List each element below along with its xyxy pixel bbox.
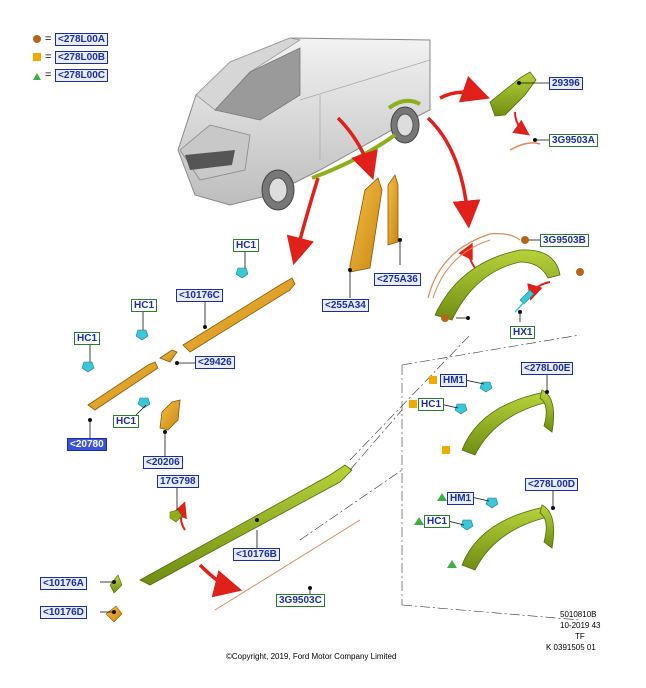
callout-278l00d[interactable]: <278L00D	[525, 478, 578, 491]
callout-17g798[interactable]: 17G798	[157, 475, 199, 488]
callout-10176a[interactable]: <10176A	[40, 577, 87, 590]
legend-eq: =	[45, 33, 52, 45]
clip-hx1	[519, 289, 535, 305]
callout-278l00e[interactable]: <278L00E	[521, 362, 574, 375]
assembly-guide-lines	[299, 334, 581, 621]
part-29396	[489, 71, 537, 117]
part-3g9503c	[214, 519, 361, 611]
legend-label-278l00a[interactable]: <278L00A	[55, 33, 108, 46]
callout-10176d[interactable]: <10176D	[40, 606, 87, 619]
callout-3g9503a[interactable]: 3G9503A	[549, 134, 598, 147]
callout-255a34[interactable]: <255A34	[322, 299, 369, 312]
red-arrows	[171, 76, 551, 598]
callout-275a36[interactable]: <275A36	[374, 273, 421, 286]
callout-10176c[interactable]: <10176C	[176, 289, 223, 302]
callout-hc1-f[interactable]: HC1	[424, 515, 451, 528]
part-255a34	[349, 177, 383, 273]
part-3g9503a	[509, 142, 541, 151]
reference-code-3: TF	[575, 632, 585, 641]
legend-label-278l00c[interactable]: <278L00C	[55, 69, 108, 82]
arch-seal-strip	[427, 233, 521, 299]
legend-symbols	[33, 35, 41, 80]
callout-hm1-b[interactable]: HM1	[447, 492, 475, 505]
part-20206	[159, 399, 181, 431]
callout-29396[interactable]: 29396	[549, 77, 583, 90]
part-275a36	[387, 174, 399, 246]
part-17g798	[169, 509, 183, 523]
legend-triangle-icon	[33, 73, 41, 80]
legend-eq: =	[45, 51, 52, 63]
callout-10176b[interactable]: <10176B	[233, 548, 280, 561]
legend-label-278l00b[interactable]: <278L00B	[55, 51, 108, 64]
callout-hc1-a[interactable]: HC1	[233, 239, 260, 252]
callout-hc1-c[interactable]: HC1	[74, 332, 101, 345]
part-278l00e	[461, 391, 549, 456]
callout-3g9503b[interactable]: 3G9503B	[540, 234, 589, 247]
part-278l00d	[461, 506, 549, 571]
van-illustration	[177, 37, 431, 211]
reference-code-2: 10-2019 43	[560, 621, 601, 630]
callout-hc1-e[interactable]: HC1	[418, 398, 445, 411]
callout-hm1-a[interactable]: HM1	[440, 374, 468, 387]
callout-20780[interactable]: <20780	[67, 438, 107, 451]
part-10176b	[139, 464, 353, 586]
callout-hc1-d[interactable]: HC1	[113, 415, 140, 428]
callout-3g9503c[interactable]: 3G9503C	[276, 594, 325, 607]
legend-circle-icon	[33, 35, 41, 43]
part-10176a	[109, 574, 123, 594]
legend-square-icon	[33, 53, 41, 61]
part-10176c	[182, 277, 296, 353]
reference-code-4: K 0391505 01	[546, 643, 596, 652]
clip-group	[81, 267, 499, 531]
wheel-arch-liner	[434, 249, 561, 321]
reference-code-1: 5010810B	[560, 610, 597, 619]
callout-hx1[interactable]: HX1	[510, 326, 536, 339]
legend-eq: =	[45, 69, 52, 81]
callout-hc1-b[interactable]: HC1	[131, 299, 158, 312]
part-20780	[87, 361, 159, 411]
copyright-text: ©Copyright, 2019, Ford Motor Company Lim…	[226, 652, 397, 661]
callout-20206[interactable]: <20206	[143, 456, 183, 469]
callout-29426[interactable]: <29426	[195, 356, 235, 369]
part-markers	[409, 236, 584, 568]
